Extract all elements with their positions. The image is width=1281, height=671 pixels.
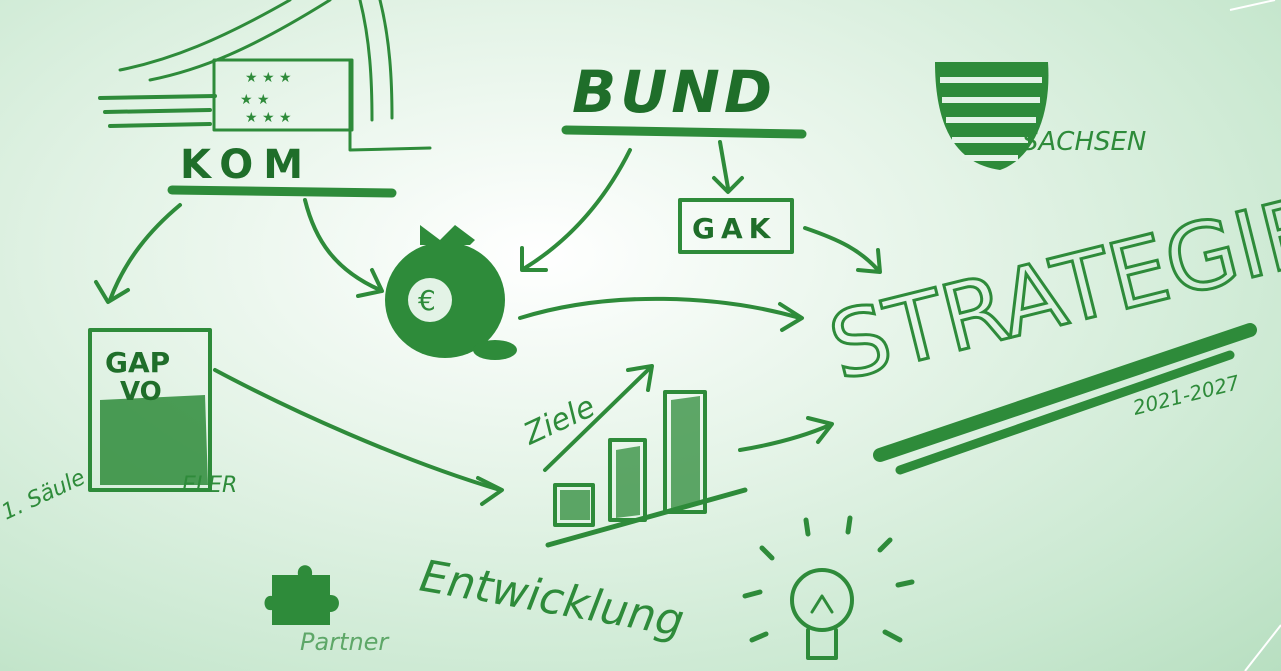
partner-label: Partner [300,628,390,656]
svg-text:€: € [418,284,436,317]
svg-text:GAP: GAP [105,346,170,379]
entwicklung-label: Entwicklung [416,551,688,648]
strategie-label: STRATEGIE [819,176,1281,401]
sachsen-label: SACHSEN [1022,127,1146,157]
puzzle-piece-icon [265,565,340,625]
saule-label: 1. Säule [0,465,89,525]
strategie-years-label: 2021-2027 [1130,370,1242,420]
kom-underline [172,190,392,193]
eu-flag-icon: ★ ★ ★ ★ ★ ★ ★ ★ [214,60,430,150]
bund-underline [566,130,802,134]
ziele-label: Ziele [518,389,601,452]
bar-chart-icon [545,366,745,545]
gap-vo-book: GAP VO [90,330,210,490]
svg-text:VO: VO [120,377,162,407]
svg-text:★ ★: ★ ★ [240,92,270,108]
svg-text:GAK: GAK [692,212,776,245]
gak-box: GAK [680,200,792,252]
svg-text:★ ★ ★: ★ ★ ★ [245,70,292,86]
bund-label: BUND [572,58,776,126]
lightbulb-icon [745,518,912,658]
kom-label: KOM [180,142,313,188]
eler-label: ELER [182,473,237,498]
money-bag-icon: € [385,225,517,360]
svg-text:★ ★ ★: ★ ★ ★ [245,110,292,126]
